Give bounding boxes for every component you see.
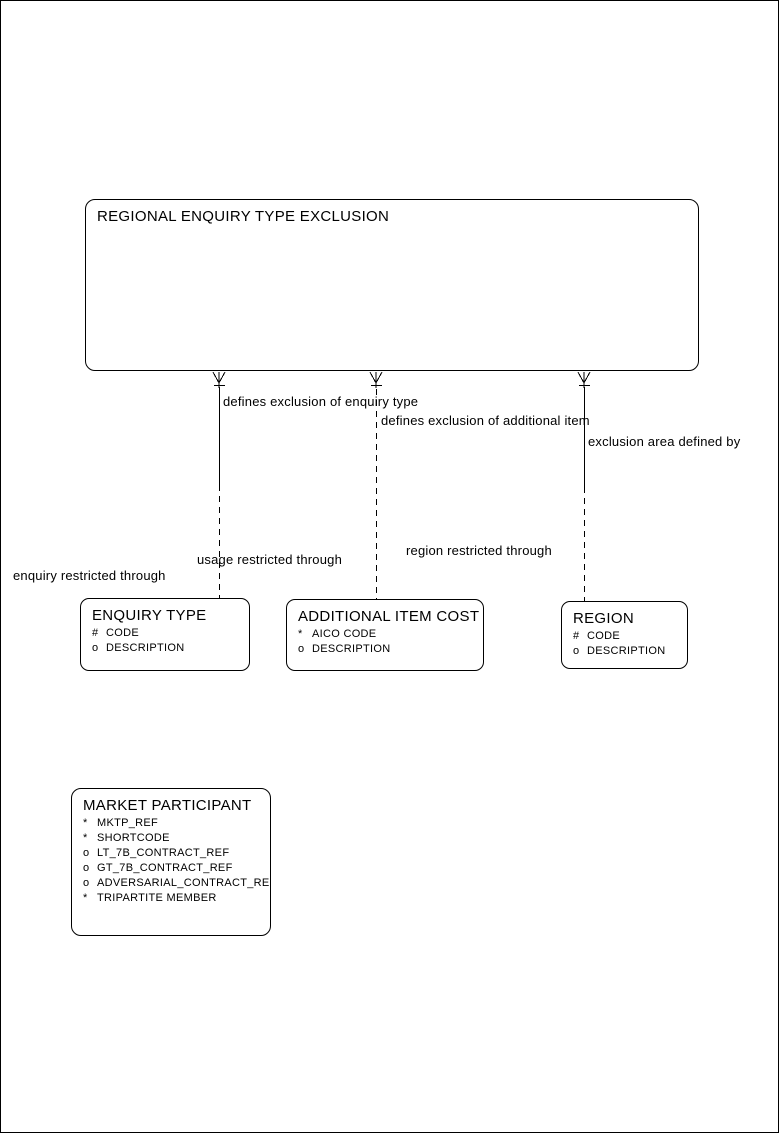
attribute-name: TRIPARTITE MEMBER (97, 892, 217, 904)
attribute-prefix: * (83, 832, 88, 844)
attribute-row: o DESCRIPTION (562, 644, 687, 659)
attribute-prefix: * (298, 628, 303, 640)
attribute-row: o GT_7B_CONTRACT_REF (72, 861, 270, 876)
entity-additional-item-cost: ADDITIONAL ITEM COST * AICO CODE o DESCRIP… (286, 599, 484, 671)
attribute-name: ADVERSARIAL_CONTRACT_REF (97, 877, 270, 889)
attribute-name: DESCRIPTION (312, 643, 391, 655)
crow-foot-icon (369, 371, 383, 388)
entity-title: MARKET PARTICIPANT (83, 797, 252, 814)
attribute-row: * TRIPARTITE MEMBER (72, 891, 270, 906)
attribute-prefix: * (83, 892, 88, 904)
attribute-prefix: o (83, 847, 90, 859)
entity-title: ENQUIRY TYPE (92, 607, 207, 624)
entity-title: REGION (573, 610, 634, 627)
attribute-row: * SHORTCODE (72, 831, 270, 846)
attribute-row: o ADVERSARIAL_CONTRACT_REF (72, 876, 270, 891)
crow-foot-icon (577, 371, 591, 388)
entity-region: REGION # CODE o DESCRIPTION (561, 601, 688, 669)
relationship-label-reverse-additional-item: usage restricted through (197, 552, 342, 567)
entity-enquiry-type: ENQUIRY TYPE # CODE o DESCRIPTION (80, 598, 250, 671)
attribute-prefix: # (92, 627, 99, 639)
attribute-prefix: o (83, 877, 90, 889)
attribute-name: AICO CODE (312, 628, 377, 640)
entity-title: ADDITIONAL ITEM COST (298, 608, 480, 625)
attribute-prefix: o (83, 862, 90, 874)
relationship-line-additional-item-cost (369, 371, 383, 599)
attribute-row: * AICO CODE (287, 627, 483, 642)
attribute-row: o DESCRIPTION (81, 641, 249, 656)
attribute-prefix: # (573, 630, 580, 642)
entity-regional-enquiry-type-exclusion: REGIONAL ENQUIRY TYPE EXCLUSION (85, 199, 699, 371)
attribute-row: * MKTP_REF (72, 816, 270, 831)
attribute-prefix: * (83, 817, 88, 829)
attribute-prefix: o (573, 645, 580, 657)
attribute-name: MKTP_REF (97, 817, 159, 829)
attribute-name: DESCRIPTION (587, 645, 666, 657)
relationship-label-reverse-region: region restricted through (406, 543, 552, 558)
attribute-name: GT_7B_CONTRACT_REF (97, 862, 233, 874)
attribute-name: SHORTCODE (97, 832, 170, 844)
relationship-label-forward-region: exclusion area defined by (588, 434, 741, 449)
attribute-name: DESCRIPTION (106, 642, 185, 654)
entity-market-participant: MARKET PARTICIPANT *MKTP_REF *SHORTCODE … (71, 788, 271, 936)
entity-title: REGIONAL ENQUIRY TYPE EXCLUSION (97, 208, 390, 225)
relationship-label-forward-additional-item: defines exclusion of additional item (381, 413, 590, 428)
attribute-row: # CODE (562, 629, 687, 644)
attribute-name: LT_7B_CONTRACT_REF (97, 847, 230, 859)
attribute-row: o LT_7B_CONTRACT_REF (72, 846, 270, 861)
relationship-label-reverse-enquiry-type: enquiry restricted through (13, 568, 166, 583)
crow-foot-icon (212, 371, 226, 388)
attribute-prefix: o (92, 642, 99, 654)
attribute-row: # CODE (81, 626, 249, 641)
relationship-line-region (577, 371, 591, 601)
attribute-name: CODE (587, 630, 620, 642)
attribute-name: CODE (106, 627, 139, 639)
relationship-label-forward-enquiry-type: defines exclusion of enquiry type (223, 394, 419, 409)
attribute-prefix: o (298, 643, 305, 655)
attribute-row: o DESCRIPTION (287, 642, 483, 657)
relationship-line-enquiry-type (212, 371, 226, 598)
